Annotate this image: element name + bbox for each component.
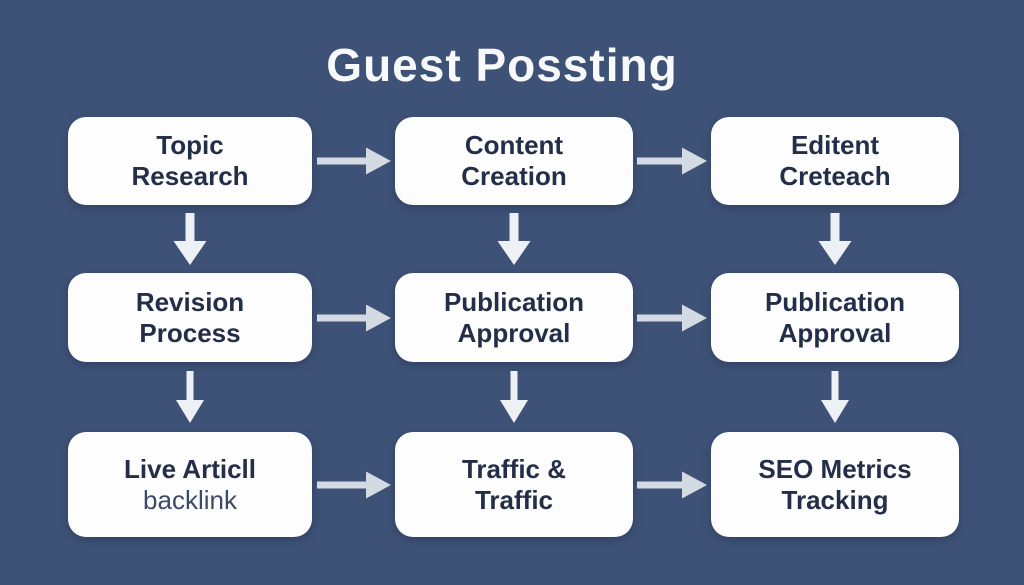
flow-box-revision-process: Revision Process — [68, 273, 312, 362]
box-line: Live Articll — [124, 453, 256, 484]
flowchart: Topic Research Content Creation Editent … — [68, 117, 959, 537]
box-line: Topic — [156, 130, 224, 161]
arrow-right-icon — [312, 273, 395, 362]
arrow-down-icon — [68, 362, 312, 432]
box-line: Editent — [790, 130, 880, 161]
page-title: Guest Possting — [326, 39, 678, 91]
grid-spacer — [633, 362, 711, 432]
box-line: Publication — [443, 286, 585, 317]
box-line: Traffic — [474, 484, 554, 515]
box-line: Publication — [764, 286, 906, 317]
flow-box-live-articll-backlink: Live Articll backlink — [68, 432, 312, 537]
box-line: Tracking — [781, 484, 889, 515]
box-line: backlink — [143, 484, 237, 515]
flow-box-topic-research: Topic Research — [68, 117, 312, 205]
box-line: Content — [464, 130, 564, 161]
arrow-down-icon — [395, 362, 633, 432]
flow-box-editent-creteach: Editent Creteach — [711, 117, 959, 205]
flow-box-content-creation: Content Creation — [395, 117, 633, 205]
flow-box-publication-approval-2: Publication Approval — [711, 273, 959, 362]
grid-spacer — [312, 205, 395, 273]
box-line: Creation — [461, 161, 567, 191]
box-line: Creteach — [779, 161, 891, 191]
arrow-down-icon — [711, 205, 959, 273]
box-line: Traffic & — [461, 453, 567, 484]
grid-spacer — [312, 362, 395, 432]
flow-box-publication-approval: Publication Approval — [395, 273, 633, 362]
arrow-right-icon — [633, 432, 711, 537]
arrow-right-icon — [312, 117, 395, 205]
arrow-right-icon — [312, 432, 395, 537]
arrow-right-icon — [633, 273, 711, 362]
box-line: Approval — [778, 317, 892, 348]
arrow-down-icon — [68, 205, 312, 273]
box-line: SEO Metrics — [758, 453, 912, 484]
arrow-down-icon — [711, 362, 959, 432]
box-line: Revision — [135, 286, 245, 317]
flow-box-traffic-traffic: Traffic & Traffic — [395, 432, 633, 537]
grid-spacer — [633, 205, 711, 273]
box-line: Approval — [457, 317, 571, 348]
arrow-right-icon — [633, 117, 711, 205]
flow-box-seo-metrics-tracking: SEO Metrics Tracking — [711, 432, 959, 537]
box-line: Research — [131, 161, 249, 191]
arrow-down-icon — [395, 205, 633, 273]
box-line: Process — [139, 317, 241, 348]
